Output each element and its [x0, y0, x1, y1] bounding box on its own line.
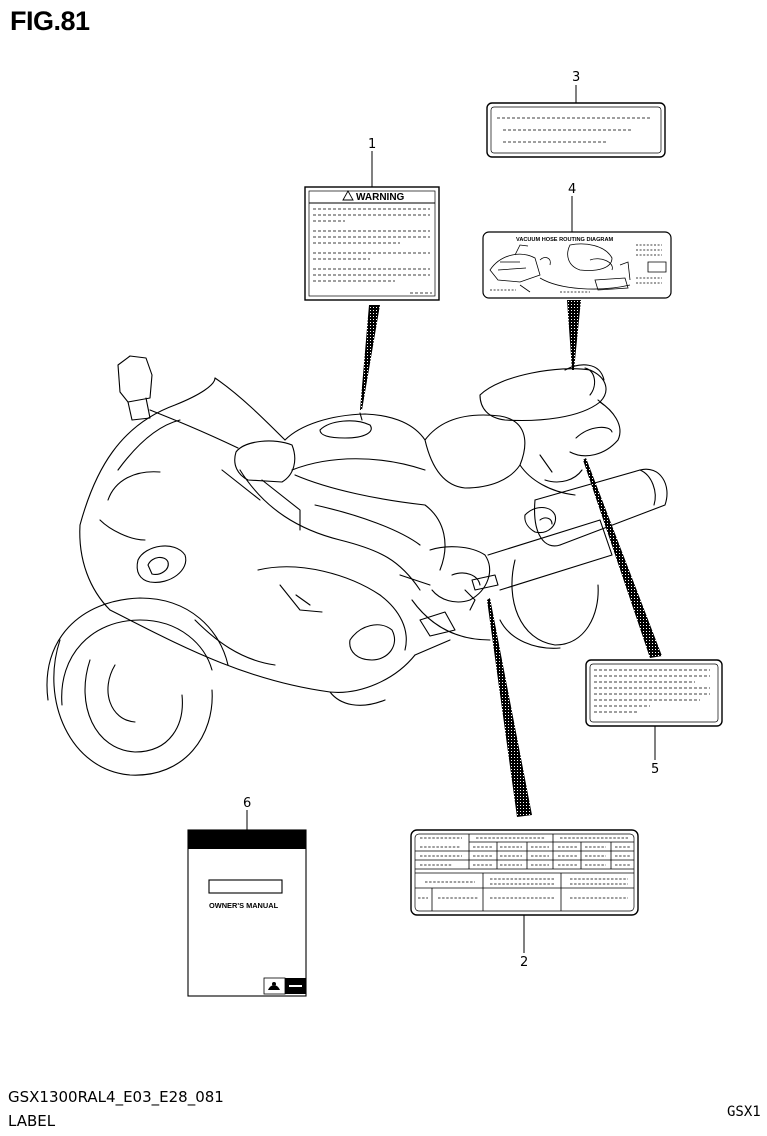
- warning-heading: WARNING: [356, 192, 405, 203]
- callout-5: 5: [651, 762, 659, 777]
- callout-3: 3: [572, 70, 580, 85]
- drawing-code: GSX1300RAL4_E03_E28_081: [8, 1088, 224, 1106]
- vacuum-heading: VACUUM HOSE ROUTING DIAGRAM: [516, 237, 614, 243]
- figure-title: FIG.81: [10, 6, 90, 36]
- callout-6: 6: [243, 796, 251, 811]
- motorcycle-drawing: [46, 355, 668, 776]
- manual-reader-icon: [268, 982, 280, 990]
- callout-4: 4: [568, 182, 576, 197]
- warning-label: WARNING: [304, 186, 440, 301]
- label-5-plate: [585, 659, 723, 727]
- corner-model-code: GSX1: [727, 1104, 761, 1120]
- section-name: LABEL: [8, 1112, 56, 1130]
- callout-leaders: [246, 85, 656, 953]
- vacuum-hose-label: VACUUM HOSE ROUTING DIAGRAM: [482, 231, 672, 299]
- pointer-wedges: [360, 300, 662, 817]
- callout-2: 2: [520, 955, 528, 970]
- owners-manual-booklet: OWNER'S MANUAL: [187, 829, 307, 997]
- warning-triangle-icon: [342, 190, 354, 201]
- label-2-plate: [410, 829, 639, 916]
- manual-title: OWNER'S MANUAL: [209, 901, 279, 910]
- callout-1: 1: [368, 137, 376, 152]
- label-3-plate: [486, 102, 666, 158]
